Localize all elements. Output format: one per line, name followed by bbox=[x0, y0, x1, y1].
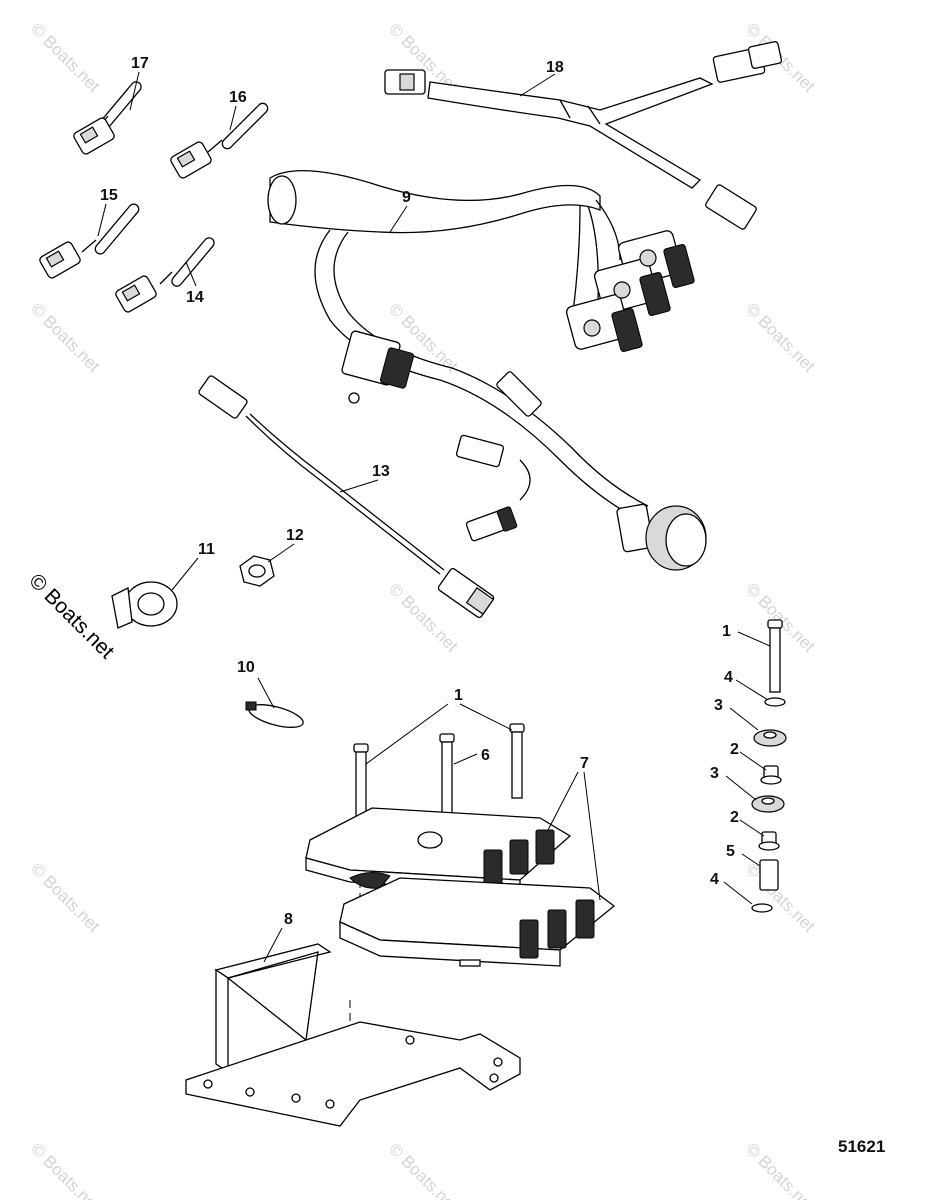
part-10-cable-tie bbox=[245, 701, 304, 728]
leader-lines bbox=[97, 71, 771, 963]
callout-14: 14 bbox=[186, 289, 204, 306]
callout-12: 12 bbox=[286, 527, 304, 544]
part-18-y-harness bbox=[384, 41, 783, 230]
callout-9: 9 bbox=[402, 189, 411, 206]
watermark-prominent: © Boats.net bbox=[24, 569, 118, 663]
callout-7: 7 bbox=[580, 755, 589, 772]
callout-16: 16 bbox=[229, 89, 247, 106]
callout-4-bot: 4 bbox=[710, 871, 719, 888]
callout-3-mid: 3 bbox=[710, 765, 719, 782]
watermark: © Boats.net bbox=[742, 1139, 819, 1200]
watermark: © Boats.net bbox=[742, 859, 819, 936]
callout-3-top: 3 bbox=[714, 697, 723, 714]
callout-8: 8 bbox=[284, 911, 293, 928]
callout-15: 15 bbox=[100, 187, 118, 204]
figure-number: 51621 bbox=[838, 1137, 885, 1156]
part-15-pigtail bbox=[39, 203, 140, 279]
callout-5: 5 bbox=[726, 843, 735, 860]
part-11-ring-terminal bbox=[111, 581, 178, 629]
callout-13: 13 bbox=[372, 463, 390, 480]
part-8-mounting-bracket bbox=[185, 943, 521, 1127]
callout-11: 11 bbox=[198, 541, 215, 558]
callout-6: 6 bbox=[481, 747, 490, 764]
callout-1-stack: 1 bbox=[722, 623, 731, 640]
callout-1-ecm: 1 bbox=[454, 687, 463, 704]
stack-hardware bbox=[751, 619, 787, 913]
part-7-ecm-modules bbox=[305, 807, 616, 967]
part-16-pigtail bbox=[170, 102, 269, 179]
callout-10: 10 bbox=[237, 659, 255, 676]
watermark: © Boats.net bbox=[385, 1139, 462, 1200]
watermark: © Boats.net bbox=[742, 299, 819, 376]
part-12-hex-nut bbox=[239, 555, 275, 587]
callout-2-mid: 2 bbox=[730, 809, 739, 826]
callout-17: 17 bbox=[131, 55, 149, 72]
callout-18: 18 bbox=[546, 59, 564, 76]
watermark: © Boats.net bbox=[27, 859, 104, 936]
callout-4-top: 4 bbox=[724, 669, 733, 686]
part-13-sensor-lead bbox=[198, 375, 495, 619]
part-17-pigtail bbox=[73, 81, 142, 155]
callout-labels: 17 16 15 14 18 9 13 11 12 10 1 6 7 8 1 4… bbox=[100, 55, 739, 928]
watermark: © Boats.net bbox=[27, 299, 104, 376]
part-9-main-harness bbox=[267, 170, 707, 571]
part-14-pigtail bbox=[115, 237, 215, 313]
watermark: © Boats.net bbox=[27, 19, 104, 96]
watermark: © Boats.net bbox=[27, 1139, 104, 1200]
callout-2-top: 2 bbox=[730, 741, 739, 758]
